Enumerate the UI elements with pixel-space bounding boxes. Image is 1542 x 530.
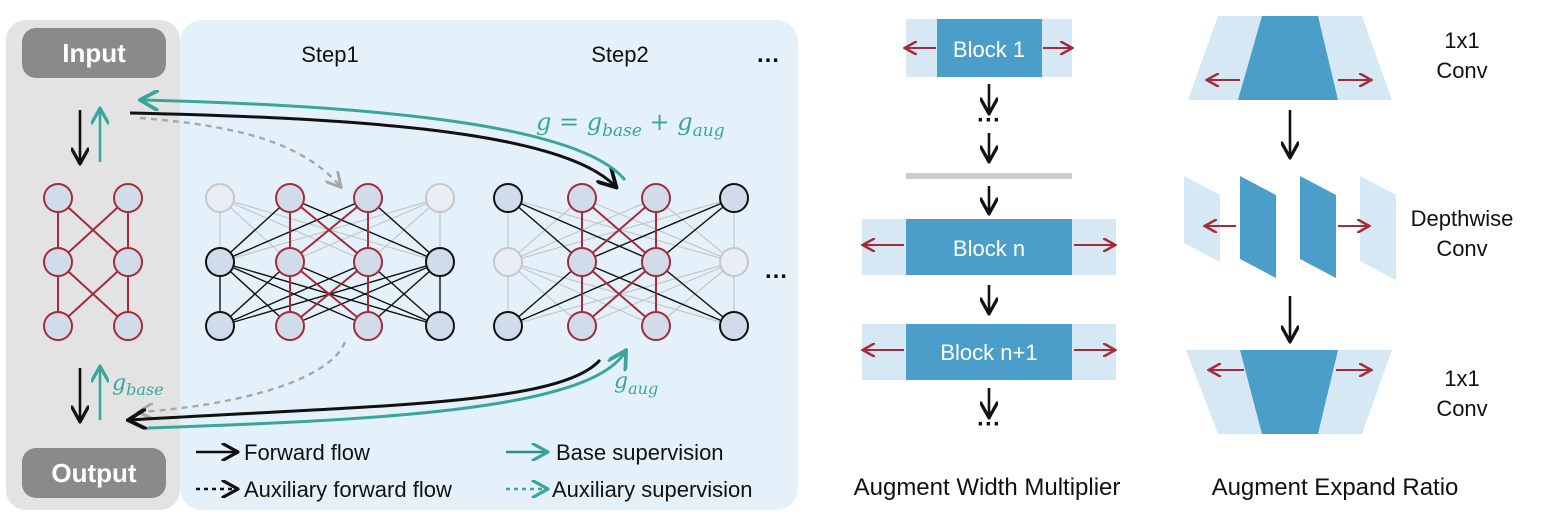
step2-aug-node xyxy=(719,311,749,341)
base-node xyxy=(113,247,143,277)
block-n-label: Block n xyxy=(953,236,1025,261)
step1-active-edge xyxy=(219,261,369,327)
block-1: Block 1 xyxy=(906,19,1072,77)
depthwise-conv xyxy=(1184,176,1396,280)
bottom-1x1-conv xyxy=(1186,350,1392,434)
bottom-conv-label-line2: Conv xyxy=(1436,396,1487,421)
top-1x1-conv xyxy=(1188,16,1392,100)
g-aug-label: gaug xyxy=(614,369,658,398)
step2-base-node xyxy=(641,183,671,213)
step1-base-node xyxy=(275,311,305,341)
step2-base-node xyxy=(641,311,671,341)
io-panel-background xyxy=(6,20,180,510)
width-panel-title: Augment Width Multiplier xyxy=(854,474,1121,501)
forward-flow-top xyxy=(129,111,615,186)
step2-base-node xyxy=(567,311,597,341)
top-conv-label-line1: 1x1 xyxy=(1444,28,1479,53)
step1-active-edge xyxy=(367,197,441,263)
base-node xyxy=(113,311,143,341)
output-label: Output xyxy=(51,458,137,488)
block-separator xyxy=(906,173,1072,179)
output-box xyxy=(22,448,166,498)
step1-active-edge xyxy=(219,197,291,263)
step1-aug-node xyxy=(205,247,235,277)
step1-active-edge xyxy=(219,197,369,263)
base-node xyxy=(43,183,73,213)
step2-active-edge xyxy=(581,197,735,263)
base-node xyxy=(43,311,73,341)
forward-flow-bottom xyxy=(130,359,602,420)
step1-aug-node xyxy=(425,311,455,341)
step2-active-edge xyxy=(507,197,583,263)
input-label: Input xyxy=(62,38,126,68)
depthwise-label-line2: Conv xyxy=(1436,236,1487,261)
step2-active-edge xyxy=(655,197,735,263)
networks-group xyxy=(43,183,749,341)
step1-base-edge xyxy=(289,197,369,263)
width-dots-1: ··· xyxy=(977,107,1001,134)
step1-base-node xyxy=(353,311,383,341)
step1-active-edge xyxy=(289,197,441,263)
step2-base-node xyxy=(641,247,671,277)
step2-aug-node xyxy=(719,183,749,213)
step2-aug-node xyxy=(493,311,523,341)
step2-inactive-edge xyxy=(507,261,735,327)
step1-aug-node xyxy=(425,247,455,277)
block-1-label: Block 1 xyxy=(953,37,1025,62)
dashed-aux-forward-bottom xyxy=(140,341,347,412)
step1-active-edge xyxy=(219,261,291,327)
step2-base-edge xyxy=(581,197,657,263)
base-supervision-top xyxy=(142,100,627,181)
base-node xyxy=(113,183,143,213)
step2-active-edge xyxy=(581,261,735,327)
input-box xyxy=(22,28,166,78)
step1-label: Step1 xyxy=(301,42,359,67)
aux-supervision-bottom xyxy=(147,352,625,430)
legend-aux-sup-label: Auxiliary supervision xyxy=(552,477,753,502)
expand-panel-title: Augment Expand Ratio xyxy=(1212,474,1459,501)
step2-aug-node xyxy=(493,183,523,213)
width-dots-2: ··· xyxy=(977,411,1001,438)
step1-base-edge xyxy=(289,261,369,327)
depthwise-label-line1: Depthwise xyxy=(1411,206,1514,231)
step2-base-node xyxy=(567,247,597,277)
bottom-conv-label-line1: 1x1 xyxy=(1444,366,1479,391)
legend-base-sup-label: Base supervision xyxy=(556,440,724,465)
step2-inactive-edge xyxy=(507,197,735,263)
step1-inactive-node xyxy=(425,183,455,213)
block-n: Block n xyxy=(862,219,1116,275)
step1-base-node xyxy=(275,183,305,213)
step2-inactive-node xyxy=(493,247,523,277)
base-edge xyxy=(57,197,129,263)
block-n-plus-1-label: Block n+1 xyxy=(940,340,1037,365)
legend-aux-forward-label: Auxiliary forward flow xyxy=(244,477,452,502)
g-equation: g = gbase + gaug xyxy=(536,108,725,141)
top-conv-label-line2: Conv xyxy=(1436,58,1487,83)
step2-inactive-node xyxy=(719,247,749,277)
step1-base-node xyxy=(353,247,383,277)
legend-forward-label: Forward flow xyxy=(244,440,370,465)
step2-label: Step2 xyxy=(591,42,649,67)
step1-active-edge xyxy=(367,261,441,327)
nets-ellipsis: … xyxy=(764,257,788,284)
step1-base-node xyxy=(353,183,383,213)
base-edge xyxy=(57,261,129,327)
step-panel-background xyxy=(180,20,798,510)
step2-active-edge xyxy=(655,261,735,327)
step2-base-node xyxy=(567,183,597,213)
step2-base-edge xyxy=(581,261,657,327)
step1-aug-node xyxy=(205,311,235,341)
g-base-label: gbase xyxy=(112,371,164,399)
steps-ellipsis: … xyxy=(756,41,780,68)
step1-base-node xyxy=(275,247,305,277)
base-node xyxy=(43,247,73,277)
step1-inactive-node xyxy=(205,183,235,213)
block-n-plus-1: Block n+1 xyxy=(862,324,1116,380)
step1-active-edge xyxy=(289,261,441,327)
step2-active-edge xyxy=(507,261,583,327)
